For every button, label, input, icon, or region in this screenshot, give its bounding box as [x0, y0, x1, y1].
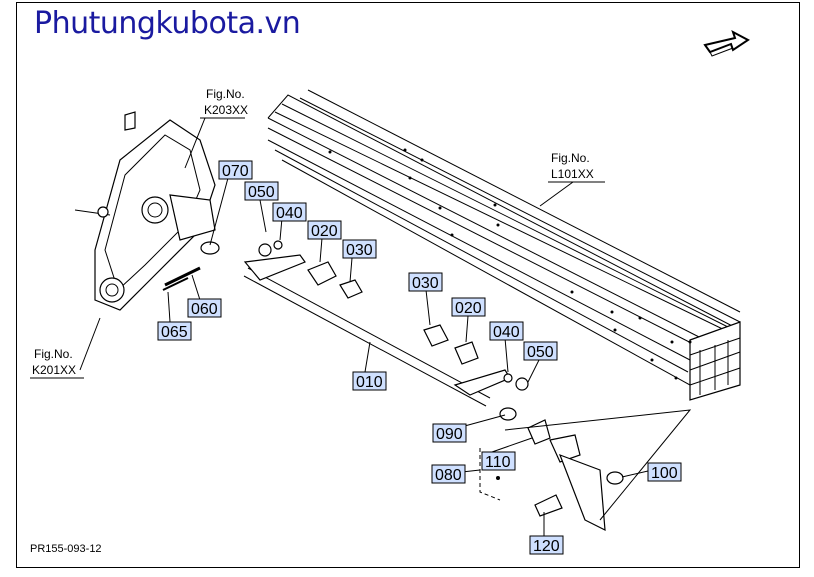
svg-text:060: 060 [191, 301, 218, 318]
part-label-020: 020 [451, 297, 486, 317]
part-label-065: 065 [157, 321, 192, 341]
part-labels: 0700500400200300600650100300200400500901… [157, 160, 682, 555]
svg-text:K203XX: K203XX [204, 103, 248, 117]
bracket-assembly [479, 419, 624, 532]
diagram-frame [16, 2, 800, 568]
svg-text:100: 100 [651, 465, 678, 482]
svg-text:040: 040 [493, 324, 520, 341]
ref-l101: Fig.No. L101XX [548, 151, 605, 183]
svg-text:Fig.No.: Fig.No. [551, 151, 590, 165]
part-label-050: 050 [244, 181, 279, 201]
svg-text:020: 020 [311, 223, 338, 240]
o-ring [200, 241, 220, 255]
part-label-030: 030 [342, 239, 377, 259]
svg-text:030: 030 [412, 275, 439, 292]
part-label-090: 090 [432, 423, 467, 443]
part-label-070: 070 [218, 160, 253, 180]
frame-rail [267, 89, 741, 401]
svg-text:050: 050 [527, 344, 554, 361]
svg-text:L101XX: L101XX [551, 167, 594, 181]
shaft-assembly [243, 240, 529, 421]
ref-k201: Fig.No. K201XX [30, 347, 84, 379]
part-label-120: 120 [529, 535, 564, 555]
part-label-010: 010 [352, 371, 387, 391]
svg-text:010: 010 [356, 374, 383, 391]
svg-text:Fig.No.: Fig.No. [206, 87, 245, 101]
arrow-right-icon [703, 29, 750, 57]
svg-text:020: 020 [455, 300, 482, 317]
svg-text:K201XX: K201XX [32, 363, 76, 377]
svg-text:070: 070 [222, 163, 249, 180]
brand-watermark: Phutungkubota.vn [34, 6, 301, 41]
part-label-110: 110 [481, 451, 516, 471]
svg-text:120: 120 [533, 538, 560, 555]
pin-060 [164, 266, 201, 287]
svg-text:090: 090 [436, 426, 463, 443]
part-label-080: 080 [431, 464, 466, 484]
ref-k203: Fig.No. K203XX [200, 87, 248, 119]
part-label-100: 100 [647, 462, 682, 482]
svg-text:030: 030 [346, 242, 373, 259]
part-label-020: 020 [307, 220, 342, 240]
svg-text:080: 080 [435, 467, 462, 484]
svg-text:065: 065 [161, 324, 188, 341]
pin-065 [162, 277, 189, 291]
part-label-030: 030 [408, 272, 443, 292]
part-label-060: 060 [187, 298, 222, 318]
svg-text:Fig.No.: Fig.No. [34, 347, 73, 361]
svg-text:110: 110 [485, 454, 511, 471]
part-label-050: 050 [523, 341, 558, 361]
svg-text:050: 050 [248, 184, 275, 201]
part-label-040: 040 [272, 202, 307, 222]
diagram-code: PR155-093-12 [30, 543, 102, 555]
part-label-040: 040 [489, 321, 524, 341]
svg-text:040: 040 [276, 205, 303, 222]
